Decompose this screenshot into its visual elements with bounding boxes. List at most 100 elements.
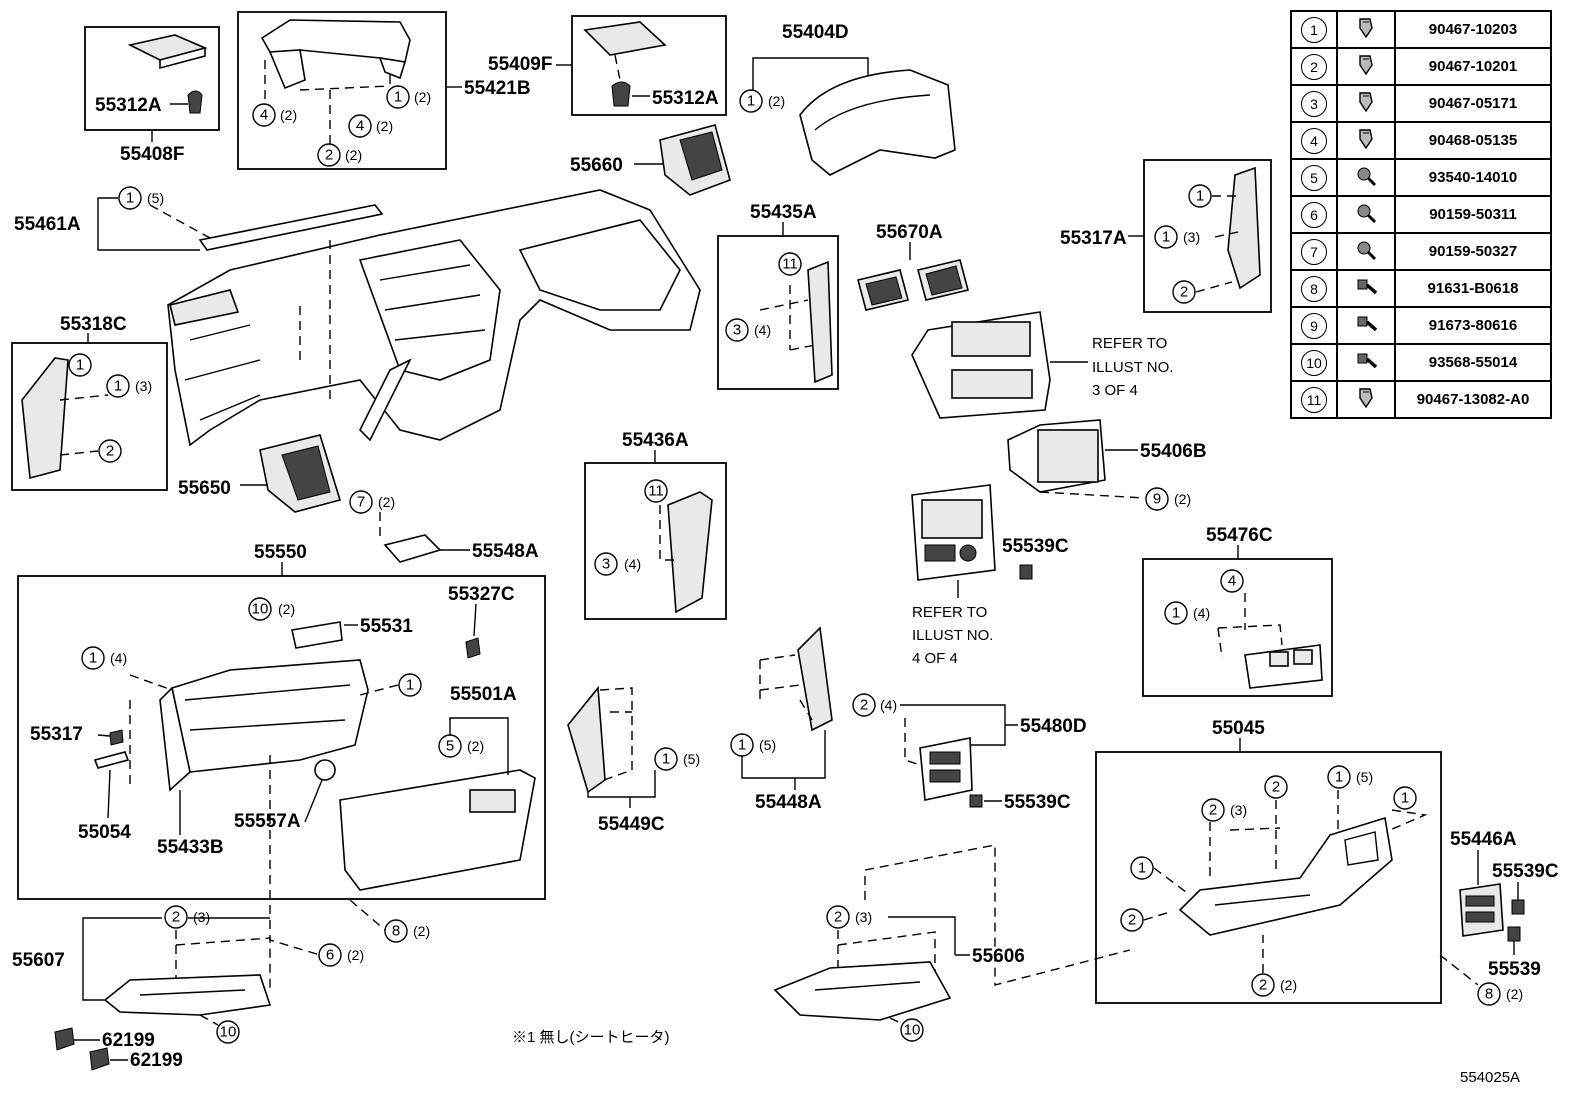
callout-2: 2 xyxy=(98,439,122,463)
callout-1: 1 xyxy=(386,85,410,109)
svg-text:7: 7 xyxy=(357,494,365,511)
svg-text:2: 2 xyxy=(1180,284,1188,301)
group-55421B: 4 (2) 1 (2) 4 (2) 2 (2) 55421B xyxy=(237,11,531,170)
svg-text:2: 2 xyxy=(1272,779,1280,796)
part-label: 55404D xyxy=(782,22,849,43)
svg-text:3 OF 4: 3 OF 4 xyxy=(1092,382,1138,399)
part-label: 55449C xyxy=(598,814,665,835)
svg-text:(3): (3) xyxy=(855,909,872,925)
svg-text:(3): (3) xyxy=(193,909,210,925)
part-label: 55312A xyxy=(95,95,162,116)
callout-3: 3 xyxy=(725,318,749,342)
part-55448A: 1 (5) 55448A xyxy=(730,626,833,813)
svg-text:8: 8 xyxy=(392,923,400,940)
svg-text:5: 5 xyxy=(446,738,454,755)
svg-text:1: 1 xyxy=(738,737,746,754)
svg-text:3: 3 xyxy=(733,322,741,339)
callout-2: 2 xyxy=(317,143,341,167)
legend-row: 3 90467-05171 xyxy=(1290,84,1552,123)
legend-row: 11 90467-13082-A0 xyxy=(1290,380,1552,419)
svg-text:(3): (3) xyxy=(1230,802,1247,818)
callout-2: 2 xyxy=(1120,908,1144,932)
part-label: 55408F xyxy=(120,144,184,165)
part-55449C: 1 (5) 55449C xyxy=(567,685,700,835)
callout-10: 10 xyxy=(248,597,272,621)
callout-1: 1 xyxy=(118,186,142,210)
fastener-number: 9 xyxy=(1301,312,1327,339)
fastener-part-number: 90467-13082-A0 xyxy=(1394,380,1552,419)
part-label: 55045 xyxy=(1212,718,1265,739)
svg-text:REFER TO: REFER TO xyxy=(1092,335,1167,352)
callout-1: 1 xyxy=(654,747,678,771)
callout-1: 1 xyxy=(106,374,130,398)
part-55480D: 2 (4) 55480D 55539C xyxy=(852,693,1087,813)
bolt-icon xyxy=(1357,316,1378,331)
svg-text:11: 11 xyxy=(782,256,798,273)
fastener-part-number: 90467-05171 xyxy=(1394,84,1552,123)
svg-text:(4): (4) xyxy=(110,650,127,666)
svg-text:1: 1 xyxy=(662,751,670,768)
callout-1: 1 xyxy=(730,733,754,757)
fastener-number: 7 xyxy=(1301,238,1327,265)
callout-2: 2 xyxy=(1201,798,1225,822)
callout-1: 1 xyxy=(1130,856,1154,880)
svg-text:(2): (2) xyxy=(1280,977,1297,993)
svg-text:2: 2 xyxy=(860,697,868,714)
svg-text:1: 1 xyxy=(1335,769,1343,786)
part-audio-panel: REFER TO ILLUST NO. 4 OF 4 xyxy=(911,484,996,667)
svg-text:10: 10 xyxy=(252,601,269,618)
callout-8: 8 xyxy=(1477,982,1501,1006)
part-label: 55312A xyxy=(652,88,719,109)
svg-text:3: 3 xyxy=(602,556,610,573)
part-label: 55433B xyxy=(157,837,224,858)
part-label: 55557A xyxy=(234,811,301,832)
part-55548A: 7 (2) 55548A xyxy=(349,490,539,563)
part-55461A: 1 (5) 55461A xyxy=(14,186,384,251)
svg-text:(5): (5) xyxy=(1356,769,1373,785)
callout-1: 1 xyxy=(398,673,422,697)
fastener-part-number: 90159-50327 xyxy=(1394,232,1552,271)
fastener-number: 3 xyxy=(1301,90,1327,117)
part-label: 55406B xyxy=(1140,441,1207,462)
svg-text:4: 4 xyxy=(260,107,268,124)
part-55670A: 55670A xyxy=(857,222,969,311)
part-label: 55480D xyxy=(1020,716,1087,737)
callout-11: 11 xyxy=(778,252,802,276)
svg-text:1: 1 xyxy=(1162,229,1170,246)
svg-text:2: 2 xyxy=(1128,912,1136,929)
callout-1: 1 xyxy=(739,89,763,113)
fastener-number: 11 xyxy=(1301,386,1327,413)
fastener-number: 2 xyxy=(1301,53,1327,80)
fastener-part-number: 90468-05135 xyxy=(1394,121,1552,160)
svg-text:(2): (2) xyxy=(413,923,430,939)
svg-text:9: 9 xyxy=(1153,491,1161,508)
svg-text:1: 1 xyxy=(394,89,402,106)
svg-text:(2): (2) xyxy=(278,601,295,617)
svg-text:(4): (4) xyxy=(1193,605,1210,621)
svg-text:6: 6 xyxy=(326,947,334,964)
part-label: 62199 xyxy=(130,1050,183,1071)
group-55045: 55045 2 1 (5) 1 2 (3) 1 2 2 (2) xyxy=(1095,718,1442,1004)
part-label: 55327C xyxy=(448,584,515,605)
part-label: 55317A xyxy=(1060,228,1127,249)
clip-icon xyxy=(1359,17,1373,38)
part-55606: 2 (3) 55606 10 xyxy=(773,844,1131,1042)
callout-7: 7 xyxy=(349,490,373,514)
callout-2: 2 xyxy=(1264,775,1288,799)
svg-text:(2): (2) xyxy=(414,89,431,105)
part-label: 55476C xyxy=(1206,525,1273,546)
part-label: 55539C xyxy=(1002,536,1069,557)
callout-1: 1 xyxy=(1393,786,1417,810)
diagram-id: 554025A xyxy=(1460,1069,1520,1086)
part-label: 55317 xyxy=(30,724,83,745)
svg-text:1: 1 xyxy=(747,93,755,110)
clip-icon xyxy=(1359,128,1373,149)
legend-row: 7 90159-50327 xyxy=(1290,232,1552,271)
svg-text:(2): (2) xyxy=(376,118,393,134)
svg-text:1: 1 xyxy=(1138,860,1146,877)
